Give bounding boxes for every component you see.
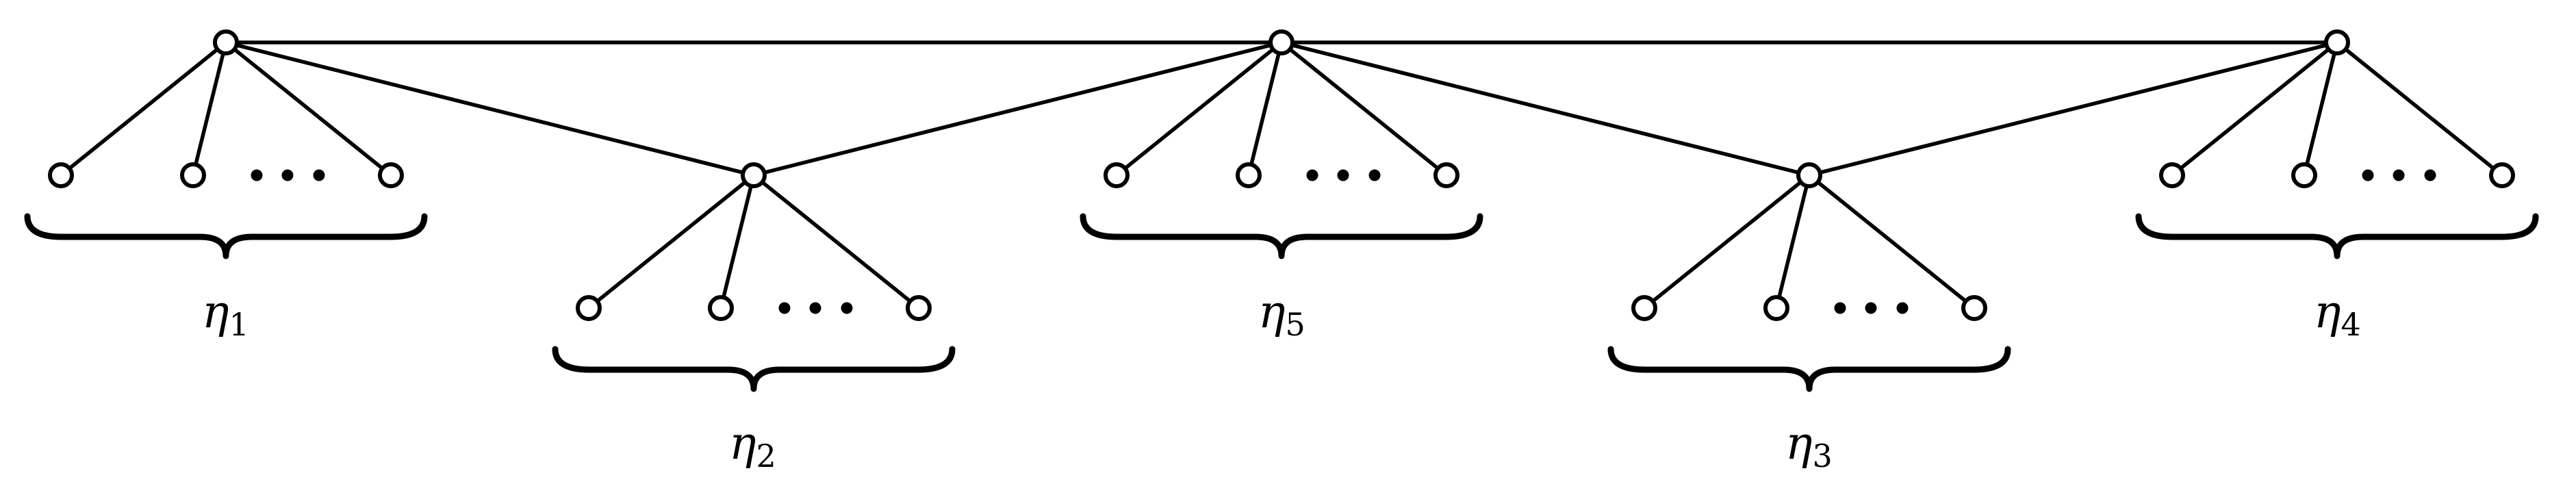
edge-hub1-to-mid2 <box>225 40 754 177</box>
ellipsis-dot-group-4-3 <box>2424 169 2436 181</box>
leaf-node-group-1-2 <box>180 162 206 188</box>
edge-group-2-leaf-1 <box>587 173 755 310</box>
edge-hub4-to-mid3 <box>1809 40 2338 177</box>
ellipsis-dot-group-1-1 <box>251 169 263 181</box>
edge-group-1-leaf-3 <box>225 40 392 177</box>
label-eta-3-subscript: 3 <box>1813 437 1833 474</box>
leaf-node-group-2-3 <box>906 295 932 321</box>
ellipsis-dot-group-5-3 <box>1368 169 1381 181</box>
ellipsis-dot-group-5-2 <box>1337 169 1349 181</box>
edge-group-1-leaf-1 <box>60 40 227 177</box>
label-eta-1-symbol: η <box>202 285 229 338</box>
hub-node-top-1 <box>213 29 239 55</box>
label-eta-1-subscript: 1 <box>229 306 249 343</box>
leaf-node-group-2-2 <box>708 295 734 321</box>
leaf-node-group-2-1 <box>576 295 602 321</box>
ellipsis-dot-group-3-1 <box>1834 302 1846 314</box>
ellipsis-dot-group-4-1 <box>2362 169 2374 181</box>
braces <box>24 213 2539 392</box>
label-eta-1: η1 <box>202 285 249 343</box>
ellipsis-dots <box>251 169 2436 314</box>
brace-group-5 <box>1080 213 1483 259</box>
ellipsis-dot-group-2-2 <box>809 302 821 314</box>
edge-group-1-leaf-2 <box>191 42 228 176</box>
label-eta-2-symbol: η <box>729 417 756 470</box>
edge-hub5-to-mid2 <box>753 40 1282 177</box>
ellipsis-dot-group-3-3 <box>1896 302 1909 314</box>
leaf-node-group-4-1 <box>2159 162 2185 188</box>
ellipsis-dot-group-2-3 <box>841 302 853 314</box>
label-eta-3-symbol: η <box>1785 417 1813 470</box>
edge-hub5-to-mid3 <box>1281 40 1810 177</box>
edge-group-3-leaf-2 <box>1774 175 1811 309</box>
nodes <box>48 29 2515 321</box>
label-eta-5: η5 <box>1258 285 1305 343</box>
label-eta-2: η2 <box>729 417 776 474</box>
edges <box>60 40 2503 310</box>
label-eta-2-subscript: 2 <box>756 437 776 474</box>
ellipsis-dot-group-3-2 <box>1865 302 1877 314</box>
ellipsis-dot-group-2-1 <box>778 302 791 314</box>
hub-node-top-3 <box>2324 29 2350 55</box>
leaf-node-group-4-2 <box>2291 162 2317 188</box>
leaf-node-group-5-3 <box>1433 162 1459 188</box>
hub-node-top-2 <box>1268 29 1295 55</box>
edge-group-4-leaf-1 <box>2171 40 2338 177</box>
label-eta-5-subscript: 5 <box>1286 306 1305 343</box>
ellipsis-dot-group-1-3 <box>313 169 325 181</box>
ellipsis-dot-group-5-1 <box>1306 169 1318 181</box>
label-eta-5-symbol: η <box>1258 285 1286 338</box>
edge-group-5-leaf-2 <box>1247 42 1284 176</box>
leaf-node-group-1-1 <box>48 162 74 188</box>
brace-group-3 <box>1607 346 2011 392</box>
leaf-node-group-3-2 <box>1763 295 1789 321</box>
edge-group-4-leaf-3 <box>2336 40 2503 177</box>
leaf-node-group-3-3 <box>1961 295 1987 321</box>
leaf-node-group-5-1 <box>1104 162 1130 188</box>
hub-node-mid-2 <box>1796 162 1822 188</box>
brace-group-4 <box>2135 213 2539 259</box>
edge-group-4-leaf-2 <box>2302 42 2339 176</box>
hub-node-mid-1 <box>741 162 767 188</box>
ellipsis-dot-group-1-2 <box>281 169 294 181</box>
leaf-node-group-5-2 <box>1236 162 1262 188</box>
edge-group-3-leaf-3 <box>1808 173 1976 310</box>
label-eta-4-subscript: 4 <box>2341 306 2361 343</box>
label-eta-3: η3 <box>1785 417 1833 474</box>
label-eta-4-symbol: η <box>2314 285 2341 338</box>
edge-group-5-leaf-3 <box>1280 40 1448 177</box>
group-labels: η1 η2 η5 η3 η4 <box>202 285 2361 474</box>
edge-group-5-leaf-1 <box>1115 40 1283 177</box>
leaf-node-group-3-1 <box>1631 295 1657 321</box>
edge-group-2-leaf-2 <box>719 175 756 309</box>
brace-group-2 <box>552 346 956 392</box>
brace-group-1 <box>24 213 428 259</box>
leaf-node-group-4-3 <box>2489 162 2515 188</box>
leaf-node-group-1-3 <box>378 162 404 188</box>
edge-group-3-leaf-1 <box>1643 173 1811 310</box>
ellipsis-dot-group-4-2 <box>2393 169 2405 181</box>
edge-group-2-leaf-3 <box>752 173 920 310</box>
label-eta-4: η4 <box>2314 285 2361 343</box>
